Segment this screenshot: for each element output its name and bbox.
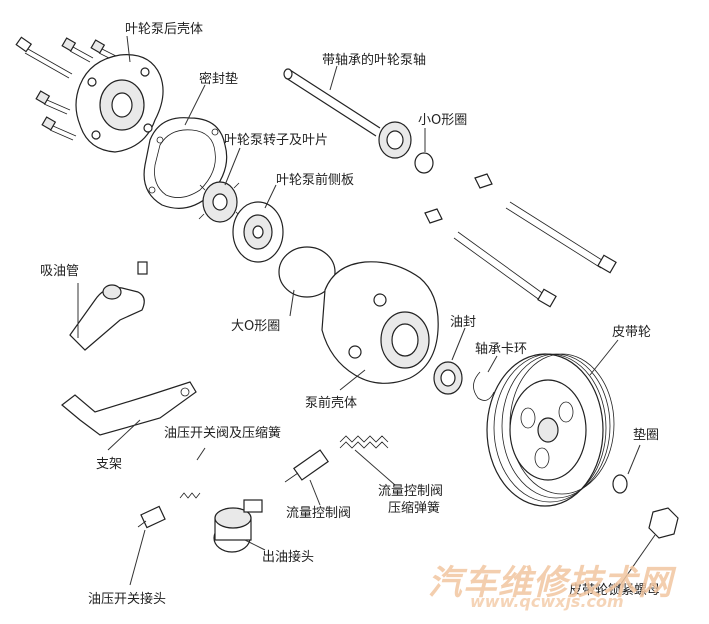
flow-control-valve-part [284,449,329,483]
long-bolt-lower [424,208,557,308]
pressure-switch-fitting-part [137,505,166,529]
pressure-switch-spring-part [179,492,201,499]
rotor-vanes-part [198,181,242,223]
label-bearing-snap-ring: 轴承卡环 [475,342,528,357]
watermark-text: 汽车维修技术网 [428,563,673,603]
label-outlet-fitting: 出油接头 [262,550,315,565]
outlet-fitting-part [213,499,263,553]
bolt-top-left [15,36,73,79]
long-bolt-upper [474,173,617,274]
label-front-housing: 泵前壳体 [305,396,358,411]
watermark-url: www.qcwxjs.com [470,592,624,611]
label-flow-control-valve: 流量控制阀 [286,506,352,521]
lock-nut-part [648,507,679,539]
label-small-o-ring: 小O形圈 [418,113,468,128]
label-bracket: 支架 [96,457,123,472]
suction-pipe-part [69,261,148,351]
label-pressure-switch-valve-spring: 油压开关阀及压缩簧 [164,426,282,441]
label-washer: 垫圈 [633,428,660,443]
washer-part [612,474,628,494]
rear-housing-part [75,54,164,153]
bracket-part [61,381,197,436]
label-flow-control-valve-spring-line2: 压缩弹簧 [388,501,441,516]
label-suction-pipe: 吸油管 [40,264,80,279]
front-side-plate-part [232,201,284,263]
label-rotor-vanes: 叶轮泵转子及叶片 [224,133,329,148]
bolt-top-middle [61,37,94,63]
label-oil-seal: 油封 [450,315,477,330]
label-large-o-ring: 大O形圈 [231,319,281,334]
bolt-left-2 [41,116,77,141]
flow-control-spring-part [339,435,389,449]
front-housing-part [321,261,439,384]
label-pulley-lock-nut: 皮带轮锁紧螺母 [569,583,661,598]
leader-lines [77,35,656,589]
label-rear-housing: 叶轮泵后壳体 [125,22,204,37]
large-o-ring-part [278,246,336,298]
oil-seal-part [433,361,463,395]
label-gasket: 密封垫 [199,72,239,87]
snap-ring-part [473,371,495,401]
label-pressure-switch-fitting: 油压开关接头 [88,592,167,607]
bolt-left-1 [35,90,71,115]
label-front-side-plate: 叶轮泵前侧板 [276,173,355,188]
label-pulley: 皮带轮 [612,325,652,340]
label-shaft-with-bearing: 带轴承的叶轮泵轴 [322,53,427,68]
shaft-with-bearing-part [283,68,412,159]
small-o-ring-part [414,152,434,174]
pulley-part [486,353,615,507]
gasket-part [143,117,228,209]
label-flow-control-valve-spring-line1: 流量控制阀 [378,484,444,499]
